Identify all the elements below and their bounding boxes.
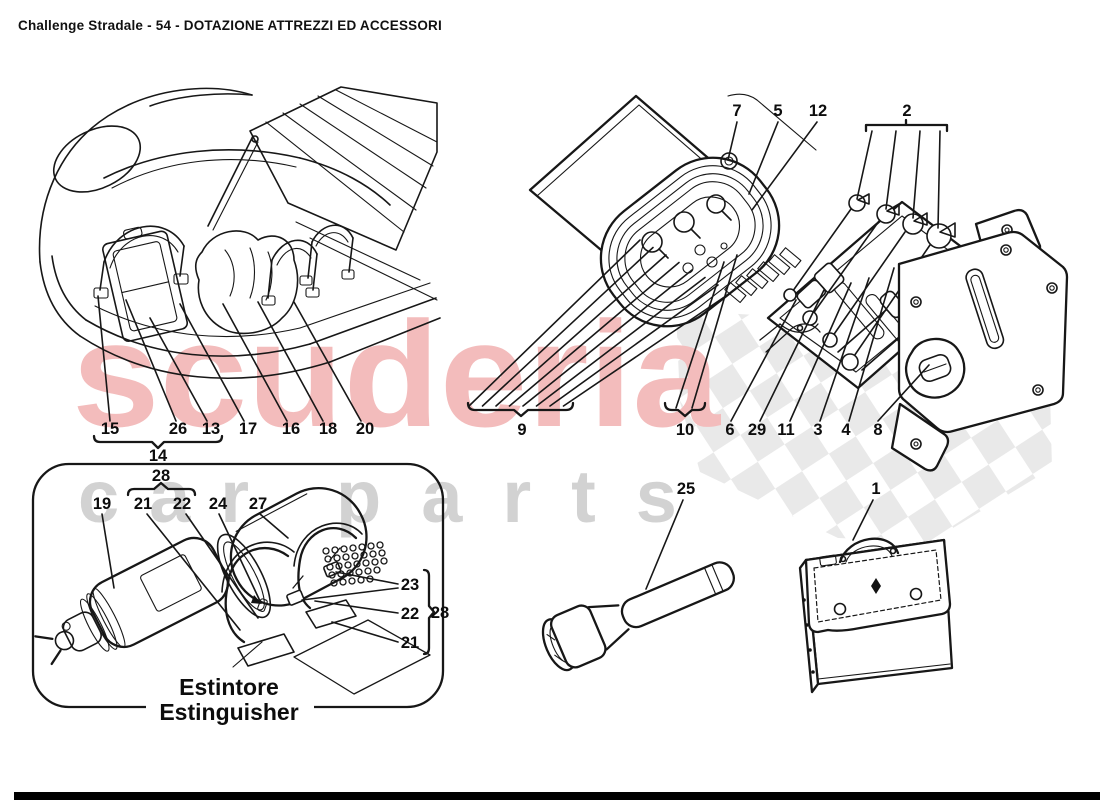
callout-3: 3 (813, 421, 822, 439)
bracket-9 (466, 401, 575, 418)
callout-19: 19 (93, 495, 111, 513)
callout-9: 9 (517, 421, 526, 439)
mounting-plate (890, 208, 1069, 472)
caption-backdrop (146, 699, 314, 723)
tool-kit-figure (528, 93, 1069, 472)
callout-23: 23 (401, 576, 419, 594)
bracket-28-top (126, 481, 197, 497)
fender-opening (52, 125, 142, 193)
callout-15: 15 (101, 420, 119, 438)
tool-tray (759, 193, 994, 390)
strap-clamp (286, 547, 342, 606)
callout-25: 25 (677, 480, 695, 498)
bracket-2 (864, 118, 949, 133)
caption-estinguisher: Estinguisher (159, 699, 298, 725)
torch-figure (541, 561, 735, 672)
retaining-straps (261, 224, 355, 306)
leader-fan-9 (468, 239, 732, 407)
extinguisher-bottle (34, 536, 229, 666)
callout-17: 17 (239, 420, 257, 438)
callout-16: 16 (282, 420, 300, 438)
callout-28-right: 28 (431, 604, 449, 622)
hatched-floor (293, 619, 431, 695)
callout-21-top: 21 (134, 495, 152, 513)
callout-27: 27 (249, 495, 267, 513)
pliers (759, 323, 821, 353)
watermark-sub-left: car (78, 455, 279, 538)
callout-26: 26 (169, 420, 187, 438)
callout-numbers: 15 26 13 17 16 18 20 14 7 5 12 2 9 10 6 … (93, 102, 912, 652)
callout-21-right: 21 (401, 634, 419, 652)
hood-prop-rod (207, 135, 259, 231)
callout-8: 8 (873, 421, 882, 439)
bulb-case (599, 152, 802, 328)
brand-emblem (871, 578, 881, 594)
mounting-straps (221, 522, 363, 668)
open-end-wrenches (783, 193, 956, 371)
bracket-14 (92, 434, 224, 450)
callout-12: 12 (809, 102, 827, 120)
callout-13: 13 (202, 420, 220, 438)
open-hood (249, 86, 438, 301)
callout-28-top: 28 (152, 467, 170, 485)
callout-2: 2 (902, 102, 911, 120)
callout-18: 18 (319, 420, 337, 438)
callout-22-right: 22 (401, 605, 419, 623)
bag-flap (804, 538, 952, 634)
watermark-sub-right: parts (336, 455, 717, 538)
bag-handle (838, 537, 900, 564)
callout-1: 1 (871, 480, 880, 498)
spark-plug-socket (796, 262, 845, 309)
callout-22-top: 22 (173, 495, 191, 513)
brand-watermark: scuderia car parts (72, 290, 722, 538)
caption-estintore: Estintore (179, 674, 279, 700)
callout-7: 7 (732, 102, 741, 120)
callout-14: 14 (149, 447, 168, 465)
callout-20: 20 (356, 420, 374, 438)
bracket-28-right (422, 568, 436, 656)
perforated-panel (322, 541, 388, 587)
callout-10: 10 (676, 421, 694, 439)
spare-bulbs (641, 194, 732, 274)
callout-29: 29 (748, 421, 766, 439)
callout-leader-lines (92, 118, 949, 656)
tow-hook (904, 337, 966, 399)
scan-artifact-bar (14, 792, 1100, 800)
callout-5: 5 (773, 102, 782, 120)
callout-24: 24 (209, 495, 228, 513)
stowed-bag (194, 230, 299, 335)
callout-6: 6 (725, 421, 734, 439)
extinguisher-figure (31, 462, 445, 709)
bracket-10 (663, 401, 707, 418)
callout-4: 4 (841, 421, 851, 439)
tool-bag-figure (798, 537, 954, 694)
callout-11: 11 (777, 421, 794, 439)
page-title: Challenge Stradale - 54 - DOTAZIONE ATTR… (18, 18, 442, 33)
